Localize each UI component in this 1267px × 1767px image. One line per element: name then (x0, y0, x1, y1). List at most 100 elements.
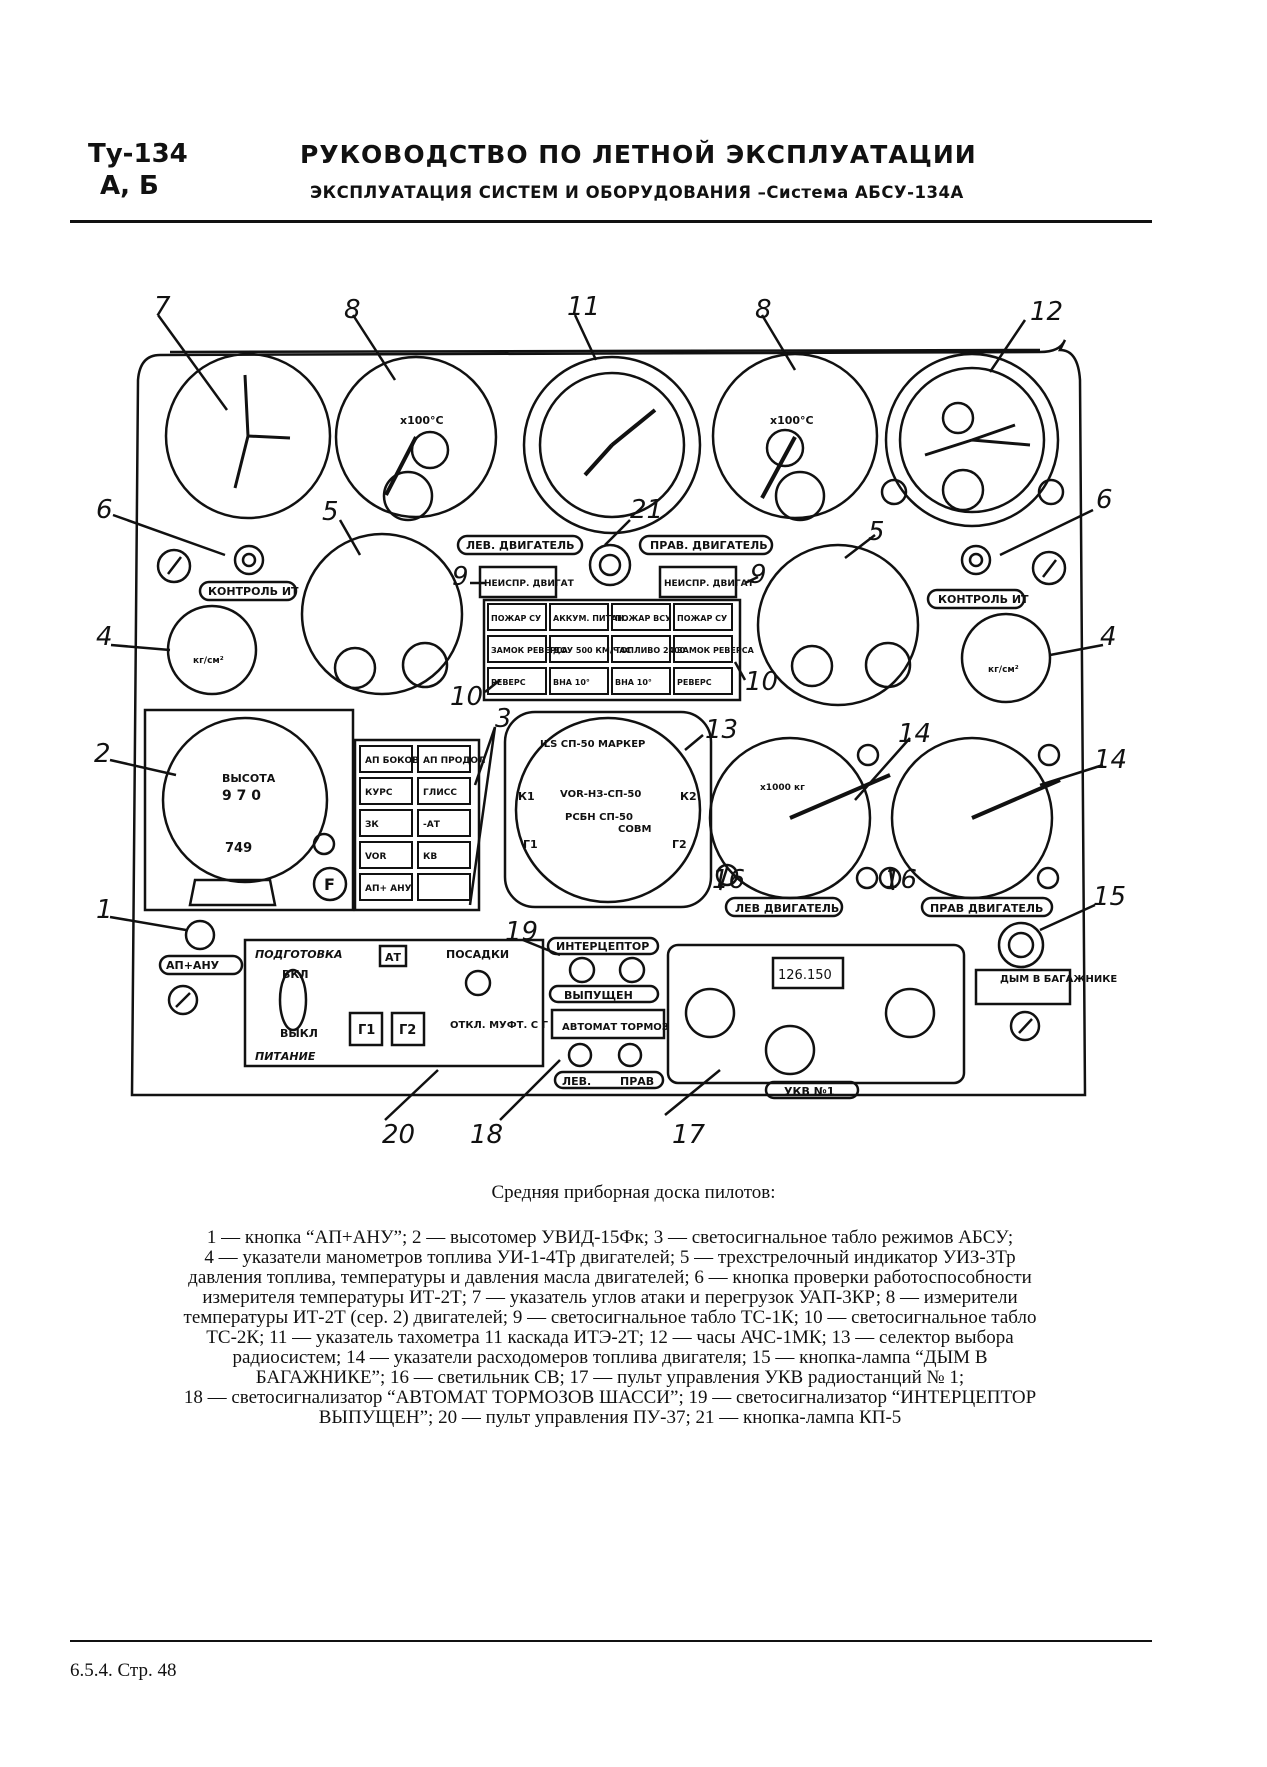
footer-rule (70, 1640, 1152, 1642)
document-title: РУКОВОДСТВО ПО ЛЕТНОЙ ЭКСПЛУАТАЦИИ (300, 140, 977, 169)
ts2k-cell (673, 603, 733, 631)
ts2k-cell (487, 603, 547, 631)
label-k2: К2 (680, 790, 697, 803)
callout-4-left: 4 (96, 622, 113, 652)
callout-15: 15 (1093, 882, 1126, 912)
label-right-engine: ПРАВ. ДВИГАТЕЛЬ (650, 539, 768, 552)
altimeter-block (143, 708, 355, 912)
ts1k-right: НЕИСПР. ДВИГАТ (664, 579, 755, 589)
label-ils: ILS СП-50 МАРКЕР (540, 739, 645, 750)
gauge-2-altimeter (161, 716, 329, 884)
ukv-panel (666, 943, 966, 1085)
gauge-4-left (166, 604, 258, 696)
label-g2: Г2 (399, 1023, 416, 1038)
label-g2-selector: Г2 (672, 838, 687, 851)
label-ukv: УКВ №1 (784, 1085, 835, 1098)
label-temp-right: x100°C (770, 414, 814, 427)
callout-8-right: 8 (755, 295, 772, 325)
label-vypushchen: ВЫПУЩЕН (564, 989, 633, 1002)
absu-button-label: АП БОКОВ (365, 756, 419, 766)
absu-button (359, 745, 413, 773)
callout-14-right: 14 (1094, 745, 1127, 775)
absu-button (417, 841, 471, 869)
label-ap-anu: АП+АНУ (166, 959, 220, 972)
aircraft-line1: Ту-134 (88, 139, 188, 169)
label-pressure-left: кг/см² (193, 656, 224, 666)
ts2k-cell (673, 667, 733, 695)
absu-button-label: VOR (365, 852, 386, 862)
ts2k-cell-label: ТОПЛИВО 2400 (615, 646, 686, 655)
label-pitanie: ПИТАНИЕ (255, 1050, 316, 1063)
ts1k-left: НЕИСПР. ДВИГАТ (484, 579, 575, 589)
legend-line: температуры ИТ-2Т (сер. 2) двигателей; 9… (183, 1307, 1037, 1328)
callout-9-right: 9 (750, 560, 767, 590)
ts2k-cell-label: ДОУ 500 КМ/ЧАС (553, 646, 631, 655)
gauge-12-clock (884, 352, 1060, 528)
label-prav-dvigatel: ПРАВ ДВИГАТЕЛЬ (930, 902, 1043, 915)
ts2k-cell-label: ВНА 10° (615, 678, 652, 687)
callout-16-right: 16 (884, 865, 917, 895)
header-rule (70, 220, 1152, 223)
label-pressure-right: кг/см² (988, 665, 1019, 675)
callout-3: 3 (495, 704, 512, 734)
gauge-7-aoa (164, 352, 332, 520)
absu-panel (353, 738, 481, 912)
ts2k-cell (549, 603, 609, 631)
label-at: АТ (385, 951, 402, 964)
document-subtitle: ЭКСПЛУАТАЦИЯ СИСТЕМ И ОБОРУДОВАНИЯ –Сист… (310, 183, 964, 202)
aircraft-model: Ту-134 А, Б (88, 138, 188, 202)
legend-line: измерителя температуры ИТ-2Т; 7 — указат… (202, 1287, 1018, 1308)
label-altitude-value: 9 7 0 (222, 788, 261, 804)
label-vykl: ВЫКЛ (280, 1027, 318, 1040)
absu-button-label: -АТ (423, 820, 441, 830)
ts2k-cell-label: АККУМ. ПИТАН. (553, 614, 627, 623)
ts2k-cell (611, 667, 671, 695)
absu-button-label: АП+ АНУ (365, 884, 412, 894)
label-rsbn: РСБН СП-50 (565, 812, 633, 823)
figure-caption: Средняя приборная доска пилотов: (491, 1182, 776, 1203)
label-fuel-unit: x1000 кг (760, 783, 805, 793)
label-control-left: КОНТРОЛЬ ИТ (208, 585, 299, 598)
absu-button (359, 873, 413, 901)
gauge-8-left-temp (334, 355, 498, 519)
gauge-4-right (960, 612, 1052, 704)
legend-line: радиосистем; 14 — указатели расходомеров… (232, 1347, 988, 1368)
callout-14-left: 14 (898, 719, 931, 749)
ts2k-cell (487, 667, 547, 695)
legend-line: давления топлива, температуры и давления… (188, 1267, 1032, 1288)
callout-2: 2 (94, 739, 111, 769)
callout-17: 17 (672, 1120, 706, 1150)
callout-5-left: 5 (322, 497, 339, 527)
ts2k-cell-label: ЗАМОК РЕВЕРСА (677, 646, 755, 655)
gauge-11-tacho (522, 355, 702, 535)
ts2k-cell-label: ПОЖАР СУ (491, 614, 541, 623)
label-k1: К1 (518, 790, 535, 803)
absu-button (417, 809, 471, 837)
callout-10-right: 10 (745, 667, 778, 697)
legend-line: 1 — кнопка “АП+АНУ”; 2 — высотомер УВИД-… (206, 1227, 1014, 1248)
absu-button (359, 809, 413, 837)
aircraft-line2: А, Б (100, 171, 159, 201)
gauge-8-right-temp (711, 352, 879, 520)
label-f-button: F (324, 875, 335, 894)
label-vor: VOR-НЗ-СП-50 (560, 789, 641, 800)
callout-19: 19 (505, 917, 538, 947)
absu-button (417, 777, 471, 805)
label-frequency: 126.150 (778, 968, 832, 983)
callout-1: 1 (96, 895, 113, 925)
figure-legend: 1 — кнопка “АП+АНУ”; 2 — высотомер УВИД-… (80, 1228, 1140, 1428)
label-left-engine: ЛЕВ. ДВИГАТЕЛЬ (466, 539, 575, 552)
absu-button-label: АП ПРОДОЛ (423, 756, 486, 766)
label-g1-selector: Г1 (523, 838, 538, 851)
ts2k-cell (611, 603, 671, 631)
absu-button-label: ЗК (365, 820, 379, 830)
label-posadki: ПОСАДКИ (446, 948, 509, 961)
callout-20: 20 (382, 1120, 415, 1150)
ts2k-cell-label: ПОЖАР СУ (677, 614, 727, 623)
label-altitude-counter: 749 (225, 841, 252, 856)
legend-line: 18 — светосигнализатор “АВТОМАТ ТОРМОЗОВ… (183, 1387, 1037, 1408)
legend-line: 4 — указатели манометров топлива УИ-1-4Т… (204, 1247, 1016, 1268)
absu-button (359, 841, 413, 869)
ts2k-cell (549, 635, 609, 663)
